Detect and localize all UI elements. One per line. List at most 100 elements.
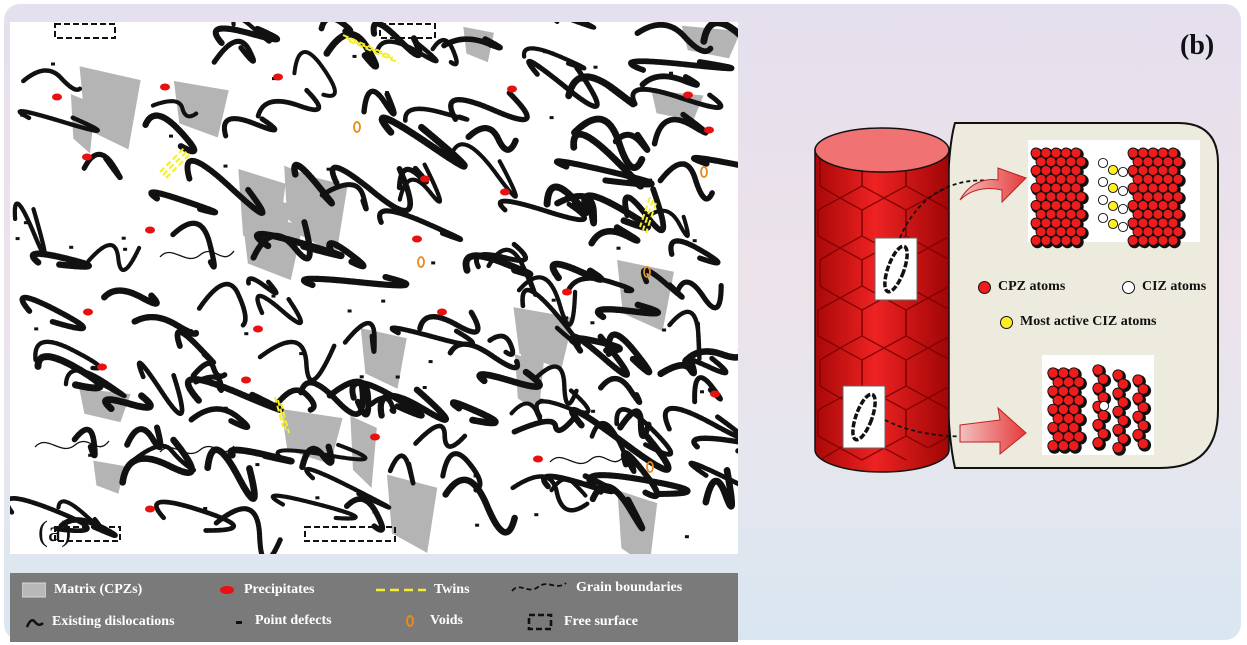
cpz-atom [1128,201,1138,211]
cpz-atom [1071,201,1081,211]
point-defect [244,332,248,335]
precipitate [533,456,543,463]
point-defect [580,78,584,81]
cpz-atom [1071,148,1081,158]
cpz-atom [1046,174,1056,184]
cpz-atom [1133,227,1143,237]
dislocation-line [631,61,732,70]
point-defect [122,237,126,240]
cpz-atom [1069,386,1079,396]
cpz-atom [1168,148,1178,158]
cpz-atom [1069,404,1079,414]
point-defect [648,179,652,182]
cpz-atom [1158,218,1168,228]
cpz-atom [1118,379,1128,389]
dislocation-line [453,403,495,423]
cpz-atom [1056,192,1066,202]
cpz-atom [1071,183,1081,193]
cpz-atom [1158,201,1168,211]
point-defect [360,375,364,378]
cpz-atom [1163,227,1173,237]
legend-matrix-label: Matrix (CPZs) [54,582,142,598]
cpz-atom [1051,201,1061,211]
cpz-atom [1118,397,1128,407]
cpz-atom [1173,227,1183,237]
most-active-atom [1108,183,1117,192]
cpz-atom [1173,209,1183,219]
dislocation-line [374,24,420,56]
precipitate-icon [218,584,236,596]
cpz-atom [1173,174,1183,184]
point-defect [272,295,276,298]
matrix-patch [93,461,124,494]
precipitate [82,154,92,161]
point-defect [51,63,55,66]
ciz-atom [1098,195,1107,204]
most-active-atom-icon [1000,316,1013,329]
grain-boundary [160,251,234,258]
cpz-atoms-legend: CPZ atoms [978,279,1065,295]
void [701,167,707,177]
cpz-atom [1173,157,1183,167]
dislocation-line [665,408,738,438]
precipitate [253,326,263,333]
cpz-atom [1128,148,1138,158]
precipitate [500,189,510,196]
dislocation-line [248,279,276,293]
cpz-atom [1041,183,1051,193]
dislocation-line [450,344,517,368]
cpz-atom [1069,441,1079,451]
cpz-atom [1053,432,1063,442]
cpz-atom [1158,183,1168,193]
cpz-atom [1036,227,1046,237]
twin-line [163,150,188,175]
cpz-atom [1163,192,1173,202]
point-defect [20,114,24,117]
point-defect [324,94,328,97]
dislocation-line [321,22,350,32]
cpz-atom [1138,439,1148,449]
cpz-atom [1048,441,1058,451]
cpz-atom [1031,201,1041,211]
dislocation-line [304,277,406,285]
cpz-atom [1158,236,1168,246]
point-defect [69,246,73,249]
dislocation-line [364,91,394,114]
cpz-atom [1048,386,1058,396]
legend-precipitates: Precipitates [218,582,315,598]
microstructure-map [10,22,738,554]
dislocation-line [480,372,540,387]
cpz-atom [1118,434,1128,444]
point-defect [88,454,92,457]
point-defect [590,321,594,324]
cpz-atom [1066,209,1076,219]
cpz-atom [1056,174,1066,184]
panel-a-label: (a) [38,515,71,549]
point-defect [634,395,638,398]
cpz-atom [1093,438,1103,448]
grain-boundary-icon [510,579,568,597]
grain-boundary [35,441,109,448]
cpz-atom [1138,402,1148,412]
cpz-atom [1163,157,1173,167]
matrix-patch [361,328,407,389]
precipitate [507,86,517,93]
point-defect [693,239,697,242]
dislocation-line [273,496,356,519]
legend: Matrix (CPZs) Precipitates Twins Grain b… [10,573,738,642]
dislocation-line [294,52,335,96]
point-defect [353,55,357,58]
cpz-atom [1071,218,1081,228]
point-defect [348,310,352,313]
ciz-atom [1098,177,1107,186]
cpz-atom [1143,192,1153,202]
dislocation-line [529,61,597,106]
dislocation-line [151,192,215,212]
precipitate [683,92,693,99]
cpz-atom [1051,236,1061,246]
point-defect [594,66,598,69]
point-defect [475,524,479,527]
cpz-atom [1051,148,1061,158]
cpz-atom [1076,227,1086,237]
ciz-atom [1098,213,1107,222]
